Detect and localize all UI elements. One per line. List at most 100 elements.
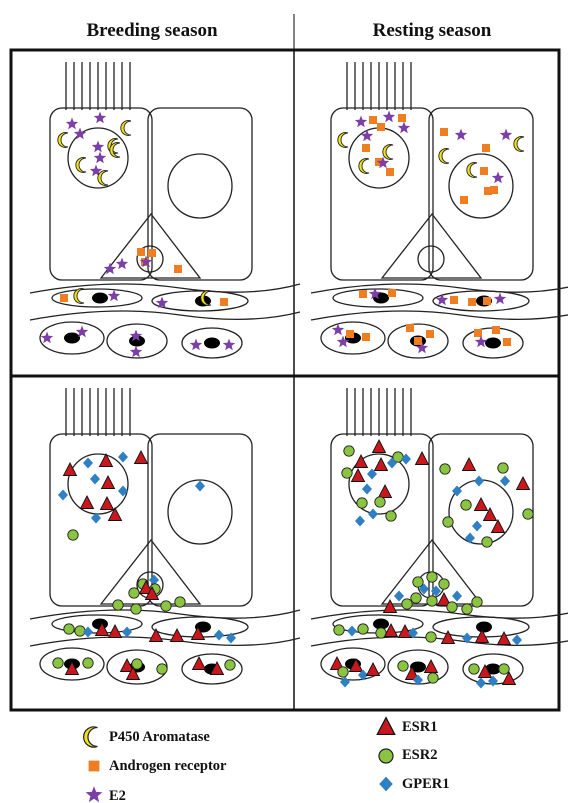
esr2-circle-icon: [427, 596, 437, 606]
androgen-receptor-square-icon: [386, 168, 394, 176]
legend-symbol-square: [89, 761, 100, 772]
esr2-circle-icon: [462, 604, 472, 614]
legend-label-esr1: ESR1: [402, 719, 437, 735]
panel-resting-bottom: [311, 388, 568, 689]
e2-star-icon: [436, 294, 448, 306]
e2-star-icon: [190, 339, 202, 351]
stroma-line: [311, 311, 568, 320]
panel-breeding-top: [30, 62, 300, 358]
legend-label-gper1: GPER1: [402, 776, 450, 792]
androgen-receptor-square-icon: [362, 144, 370, 152]
gper1-diamond-icon: [500, 476, 510, 487]
gper1-diamond-icon: [118, 452, 128, 463]
androgen-receptor-square-icon: [414, 337, 422, 345]
gper1-diamond-icon: [83, 458, 93, 469]
non-ciliated-cell-nucleus: [168, 154, 232, 218]
legend: P450 Aromatase Androgen receptor E2 ESR1…: [84, 718, 450, 803]
stromal-cell-nucleus: [476, 622, 492, 633]
androgen-receptor-square-icon: [440, 128, 448, 136]
esr1-triangle-icon: [135, 451, 148, 464]
androgen-receptor-square-icon: [174, 265, 182, 273]
esr1-triangle-icon: [101, 497, 114, 510]
esr1-triangle-icon: [375, 458, 388, 471]
non-ciliated-cell: [148, 434, 252, 606]
gper1-diamond-icon: [58, 490, 68, 501]
e2-star-icon: [494, 293, 506, 305]
gper1-diamond-icon: [347, 626, 357, 637]
androgen-receptor-square-icon: [137, 248, 145, 256]
e2-star-icon: [94, 152, 106, 164]
esr1-triangle-icon: [475, 498, 488, 511]
esr1-triangle-icon: [100, 454, 113, 467]
esr2-circle-icon: [443, 517, 453, 527]
gper1-diamond-icon: [474, 476, 484, 487]
p450-aromatase-crescent-icon: [514, 137, 524, 152]
stroma-line: [30, 311, 300, 320]
esr1-triangle-icon: [416, 452, 429, 465]
stromal-cell-nucleus: [204, 338, 220, 349]
esr1-triangle-icon: [377, 718, 395, 735]
esr1-triangle-icon: [193, 657, 206, 670]
esr2-circle-icon: [68, 530, 78, 540]
esr2-circle-icon: [439, 579, 449, 589]
basal-cell-nucleus: [418, 246, 444, 272]
esr2-circle-icon: [357, 498, 367, 508]
stromal-cell-nucleus: [92, 293, 108, 304]
androgen-receptor-square-icon: [362, 333, 370, 341]
stroma-line: [311, 637, 568, 646]
gper1-diamond-icon: [195, 481, 205, 492]
esr1-triangle-icon: [150, 629, 163, 642]
e2-star-icon: [383, 111, 395, 123]
gper1-diamond-icon: [476, 678, 486, 689]
legend-symbol-diamond: [379, 777, 393, 792]
esr2-circle-icon: [129, 588, 139, 598]
e2-star-icon: [116, 258, 128, 270]
esr2-circle-icon: [411, 593, 421, 603]
ciliated-cell-nucleus: [68, 454, 128, 514]
esr2-circle-icon: [175, 597, 185, 607]
ciliated-cell: [331, 108, 433, 280]
esr1-triangle-icon: [379, 485, 392, 498]
androgen-receptor-square-icon: [148, 249, 156, 257]
e2-star-icon: [361, 130, 373, 142]
non-ciliated-cell: [148, 108, 252, 280]
p450-aromatase-crescent-icon: [74, 289, 84, 304]
esr2-circle-icon: [499, 664, 509, 674]
esr1-triangle-icon: [517, 477, 530, 490]
esr1-triangle-icon: [425, 660, 438, 673]
androgen-receptor-square-icon: [503, 338, 511, 346]
androgen-receptor-square-icon: [388, 289, 396, 297]
gper1-diamond-icon: [355, 516, 365, 527]
p450-aromatase-crescent-icon: [121, 121, 131, 136]
androgen-receptor-square-icon: [426, 330, 434, 338]
androgen-receptor-square-icon: [474, 329, 482, 337]
legend-label-esr2: ESR2: [402, 747, 437, 763]
stroma-line: [30, 637, 300, 646]
legend-label-androgen-receptor: Androgen receptor: [109, 758, 227, 774]
androgen-receptor-square-icon: [398, 114, 406, 122]
esr2-circle-icon: [75, 626, 85, 636]
stromal-cell-nucleus: [485, 338, 501, 349]
e2-star-icon: [108, 290, 120, 302]
esr2-circle-icon: [53, 658, 63, 668]
p450-aromatase-crescent-icon: [439, 149, 449, 164]
esr2-circle-icon: [386, 511, 396, 521]
esr2-circle-icon: [427, 572, 437, 582]
androgen-receptor-square-icon: [460, 196, 468, 204]
esr1-triangle-icon: [352, 469, 365, 482]
panel-resting-top: [311, 62, 568, 358]
p450-aromatase-crescent-icon: [98, 171, 108, 186]
androgen-receptor-square-icon: [450, 296, 458, 304]
p450-aromatase-crescent-icon: [383, 145, 393, 160]
esr2-circle-icon: [498, 463, 508, 473]
androgen-receptor-square-icon: [359, 290, 367, 298]
esr1-triangle-icon: [81, 496, 94, 509]
esr1-triangle-icon: [463, 458, 476, 471]
e2-star-icon: [92, 141, 104, 153]
esr2-circle-icon: [83, 658, 93, 668]
esr2-circle-icon: [161, 601, 171, 611]
androgen-receptor-square-icon: [483, 297, 491, 305]
stromal-cell-nucleus: [64, 333, 80, 344]
esr1-triangle-icon: [492, 520, 505, 533]
